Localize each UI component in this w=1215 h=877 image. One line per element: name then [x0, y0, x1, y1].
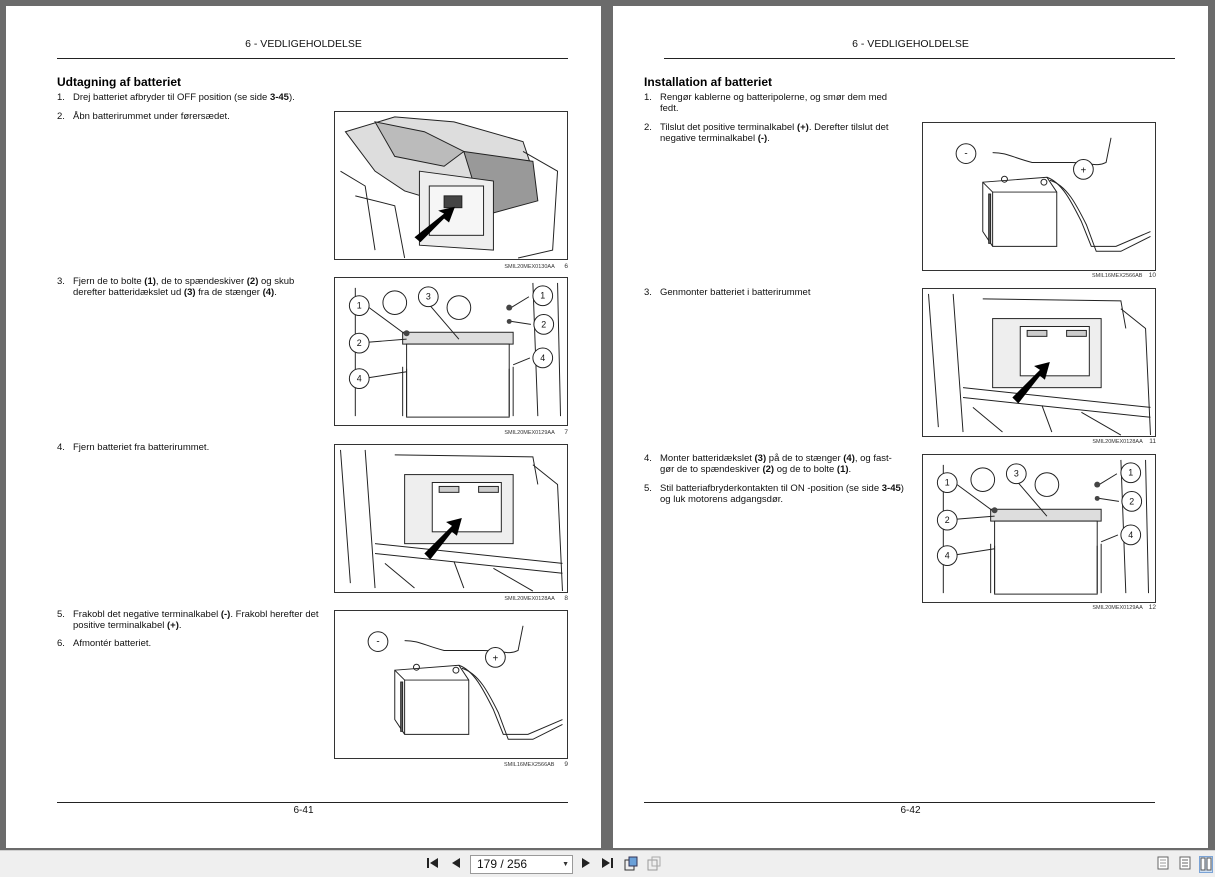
page-number: 6-42 — [900, 805, 921, 816]
page-number-select[interactable]: 179 / 256 ▼ — [470, 855, 573, 874]
left-page: 6 - VEDLIGEHOLDELSE Udtagning af batteri… — [6, 6, 601, 848]
step-item: 5.Stil batteriafbryderkontakten til ON -… — [644, 483, 904, 505]
figure-caption: SMIL16MEX2566AB 10 — [1092, 272, 1156, 279]
step-item: 4.Monter batteridækslet (3) på de to stæ… — [644, 453, 892, 475]
single-page-view-icon[interactable] — [1157, 856, 1169, 873]
step-item: 4.Fjern batteriet fra batterirummet. — [57, 442, 210, 453]
svg-text:-: - — [964, 149, 967, 160]
figure-battery-compartment — [334, 111, 568, 260]
step-item: 1.Rengør kablerne og batteripolerne, og … — [644, 92, 888, 114]
figure-caption: SMIL20MEX0128AA 11 — [1092, 438, 1156, 445]
svg-text:+: + — [493, 653, 499, 664]
figure-battery-install — [922, 288, 1156, 437]
figure-caption: SMIL16MEX2566AB 9 — [504, 761, 568, 768]
last-page-icon[interactable] — [600, 856, 614, 873]
figure-battery-terminals: -+ — [922, 122, 1156, 271]
copy-page-icon[interactable] — [623, 856, 639, 873]
page-header: 6 - VEDLIGEHOLDELSE — [852, 38, 969, 50]
svg-text:3: 3 — [1014, 469, 1019, 479]
figure-caption: SMIL20MEX0130AA 6 — [504, 263, 568, 270]
figure-battery-removal — [334, 444, 568, 593]
section-title: Udtagning af batteriet — [57, 75, 182, 89]
svg-text:4: 4 — [1128, 530, 1133, 540]
svg-text:4: 4 — [357, 374, 362, 384]
step-item: 3.Fjern de to bolte (1), de to spændeski… — [57, 276, 295, 298]
section-title: Installation af batteriet — [644, 75, 773, 89]
continuous-view-icon[interactable] — [1179, 856, 1191, 873]
previous-page-icon[interactable] — [450, 856, 462, 873]
step-item: 3.Genmonter batteriet i batterirummet — [644, 287, 811, 298]
page-header: 6 - VEDLIGEHOLDELSE — [245, 38, 362, 50]
figure-caption: SMIL20MEX0129AA 7 — [504, 429, 568, 436]
first-page-icon[interactable] — [426, 856, 440, 873]
footer-rule — [644, 802, 1155, 803]
step-item: 5.Frakobl det negative terminalkabel (-)… — [57, 609, 319, 631]
two-page-view-icon[interactable] — [1199, 856, 1213, 873]
svg-text:1: 1 — [540, 291, 545, 301]
svg-text:2: 2 — [541, 319, 546, 329]
step-item: 1.Drej batteriet afbryder til OFF positi… — [57, 92, 295, 103]
svg-text:3: 3 — [426, 292, 431, 302]
paste-page-icon[interactable] — [646, 856, 662, 873]
step-item: 2.Åbn batterirummet under førersædet. — [57, 111, 230, 122]
page-number: 6-41 — [293, 805, 314, 816]
figure-battery-terminals: -+ — [334, 610, 568, 759]
svg-text:1: 1 — [945, 478, 950, 488]
step-item: 6.Afmontér batteriet. — [57, 638, 152, 649]
svg-text:2: 2 — [945, 515, 950, 525]
svg-text:2: 2 — [357, 338, 362, 348]
svg-text:-: - — [376, 637, 379, 648]
footer-rule — [57, 802, 568, 803]
figure-battery-cover: 1 2 4 3 1 2 4 — [922, 454, 1156, 603]
viewer-toolbar: 179 / 256 ▼ — [0, 850, 1215, 877]
header-rule — [57, 58, 568, 59]
figure-caption: SMIL20MEX0128AA 8 — [504, 595, 568, 602]
chevron-down-icon: ▼ — [562, 861, 569, 868]
header-rule — [664, 58, 1175, 59]
step-item: 2.Tilslut det positive terminalkabel (+)… — [644, 122, 889, 144]
document-viewer: 6 - VEDLIGEHOLDELSE Udtagning af batteri… — [6, 6, 1208, 848]
figure-battery-cover: 1 2 4 3 1 2 4 — [334, 277, 568, 426]
svg-text:1: 1 — [357, 301, 362, 311]
svg-text:4: 4 — [945, 551, 950, 561]
svg-text:2: 2 — [1129, 496, 1134, 506]
figure-caption: SMIL20MEX0129AA 12 — [1092, 604, 1156, 611]
svg-text:+: + — [1081, 165, 1087, 176]
next-page-icon[interactable] — [580, 856, 592, 873]
right-page: 6 - VEDLIGEHOLDELSE Installation af batt… — [613, 6, 1208, 848]
svg-text:1: 1 — [1128, 468, 1133, 478]
svg-text:4: 4 — [540, 353, 545, 363]
